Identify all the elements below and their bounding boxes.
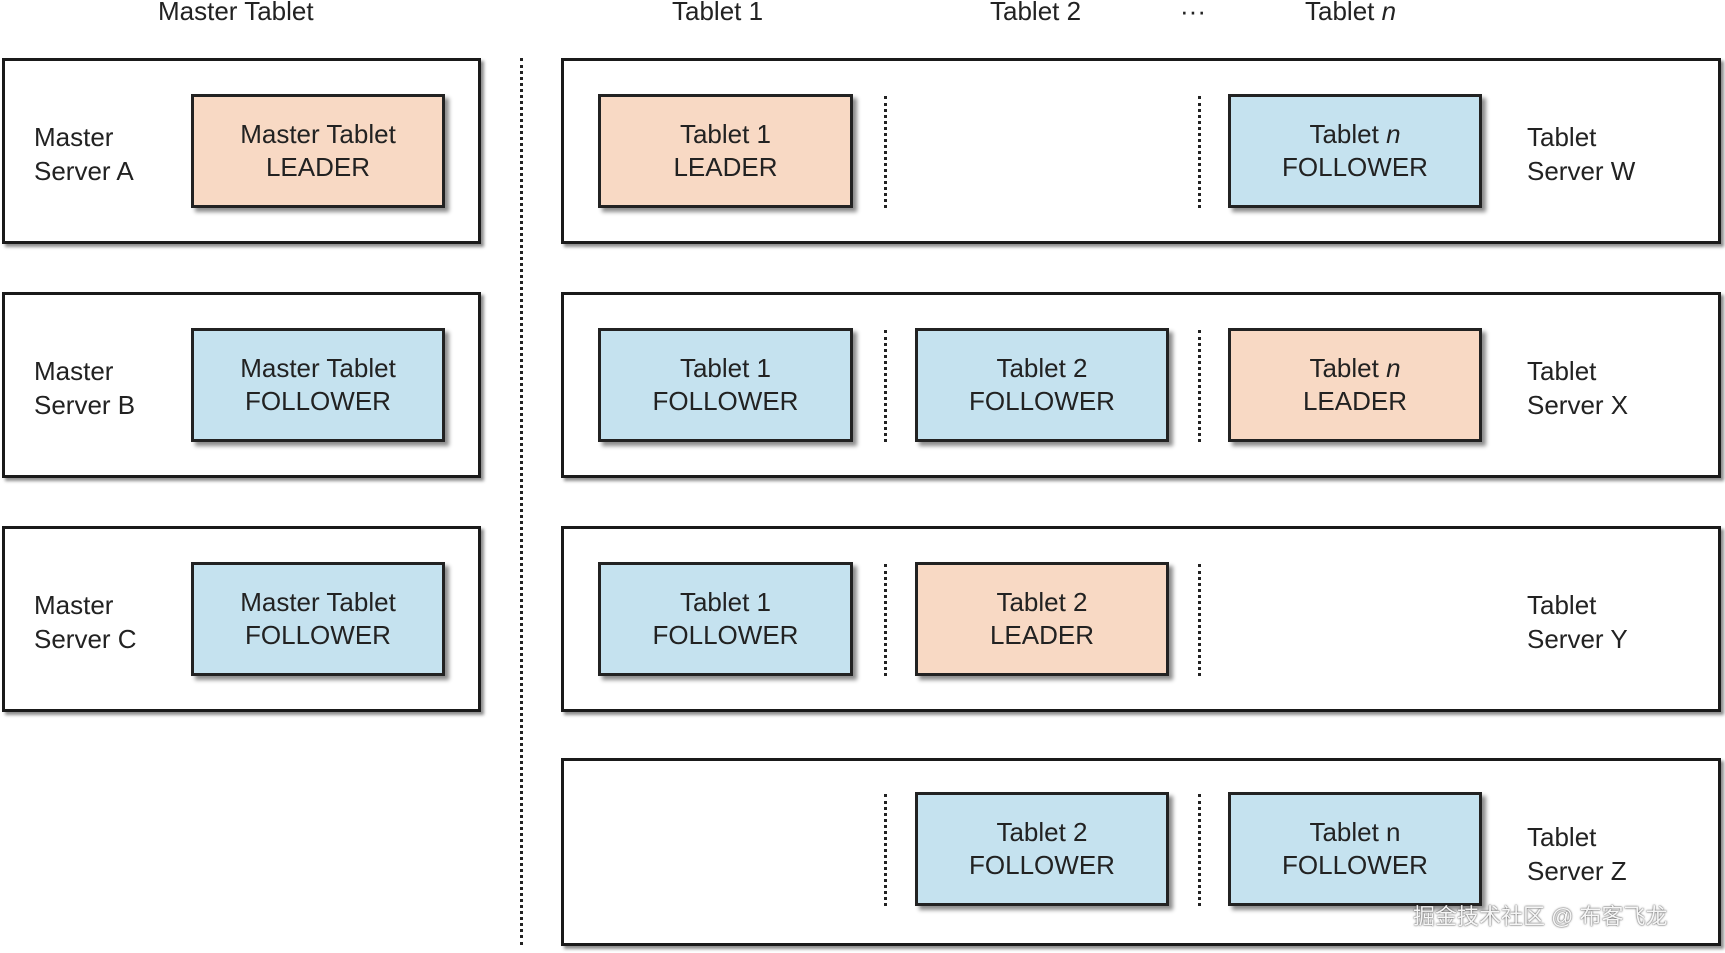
- tablet-role: LEADER: [1302, 386, 1408, 416]
- tablet-label: Tablet 2: [996, 817, 1088, 847]
- tablet-label: Tablet n: [1309, 352, 1400, 385]
- tablet-server-y-name: Tablet Server Y: [1527, 588, 1628, 656]
- master-tablet-replica: Master Tablet FOLLOWER: [191, 328, 445, 442]
- tablet-server-x-name: Tablet Server X: [1527, 354, 1628, 422]
- column-separator: [1198, 330, 1201, 442]
- tablet-label: Tablet 1: [679, 353, 772, 383]
- master-tablet-separator: [520, 58, 523, 945]
- tablet-label-var: n: [1386, 119, 1401, 149]
- tablet-role: FOLLOWER: [1282, 152, 1428, 182]
- master-server-c-name: Master Server C: [34, 588, 137, 656]
- server-name-line2: Server W: [1527, 156, 1636, 186]
- tablet-label: Master Tablet: [240, 353, 396, 383]
- header-tablet-1: Tablet 1: [672, 0, 764, 26]
- tablet-1-replica: Tablet 1 FOLLOWER: [598, 328, 853, 442]
- server-name-line2: Server Y: [1527, 624, 1628, 654]
- tablet-server-z-name: Tablet Server Z: [1527, 820, 1627, 888]
- server-name-line1: Tablet: [1527, 122, 1597, 152]
- column-separator: [884, 794, 887, 906]
- tablet-n-replica: Tablet n FOLLOWER: [1228, 792, 1482, 906]
- tablet-server-y: Tablet 1 FOLLOWER Tablet 2 LEADER Tablet…: [561, 526, 1721, 712]
- tablet-role: FOLLOWER: [1282, 850, 1428, 880]
- column-separator: [1198, 96, 1201, 208]
- tablet-role: LEADER: [265, 152, 371, 182]
- server-name-line1: Master: [34, 122, 114, 152]
- watermark: 掘金技术社区 @ 布客飞龙: [1413, 904, 1668, 929]
- server-name-line2: Server B: [34, 390, 136, 420]
- column-separator: [1198, 564, 1201, 676]
- tablet-server-z: Tablet 2 FOLLOWER Tablet n FOLLOWER Tabl…: [561, 758, 1721, 946]
- tablet-2-replica: Tablet 2 FOLLOWER: [915, 328, 1169, 442]
- tablet-server-x: Tablet 1 FOLLOWER Tablet 2 FOLLOWER Tabl…: [561, 292, 1721, 478]
- tablet-label: Tablet 2: [996, 353, 1088, 383]
- server-name-line1: Tablet: [1527, 356, 1597, 386]
- header-master-tablet: Master Tablet: [158, 0, 314, 26]
- server-name-line1: Master: [34, 590, 114, 620]
- tablet-role: FOLLOWER: [969, 850, 1115, 880]
- master-tablet-replica: Master Tablet LEADER: [191, 94, 445, 208]
- tablet-label: Tablet 2: [996, 587, 1088, 617]
- tablet-label: Master Tablet: [240, 119, 396, 149]
- tablet-1-replica: Tablet 1 FOLLOWER: [598, 562, 853, 676]
- tablet-role: FOLLOWER: [652, 386, 799, 416]
- server-name-line2: Server X: [1527, 390, 1629, 420]
- column-separator: [1198, 794, 1201, 906]
- header-ellipsis: ···: [1180, 0, 1206, 26]
- tablet-2-replica: Tablet 2 LEADER: [915, 562, 1169, 676]
- tablet-role: FOLLOWER: [245, 386, 391, 416]
- column-separator: [884, 564, 887, 676]
- master-server-a-name: Master Server A: [34, 120, 134, 188]
- tablet-label-prefix: Tablet: [1309, 119, 1379, 149]
- master-server-b-name: Master Server B: [34, 354, 135, 422]
- tablet-label: Tablet n: [1309, 118, 1400, 151]
- header-tablet-n: Tablet n: [1305, 0, 1396, 26]
- master-server-a: Master Server A Master Tablet LEADER: [2, 58, 481, 244]
- tablet-n-replica: Tablet n LEADER: [1228, 328, 1482, 442]
- tablet-role: FOLLOWER: [969, 386, 1115, 416]
- header-tablet-n-var: n: [1381, 0, 1397, 26]
- server-name-line1: Master: [34, 356, 114, 386]
- server-name-line2: Server A: [34, 156, 134, 186]
- header-tablet-n-prefix: Tablet: [1305, 0, 1375, 26]
- column-separator: [884, 96, 887, 208]
- tablet-label: Tablet 1: [679, 119, 772, 149]
- tablet-label-var: n: [1386, 353, 1401, 383]
- master-server-c: Master Server C Master Tablet FOLLOWER: [2, 526, 481, 712]
- master-server-b: Master Server B Master Tablet FOLLOWER: [2, 292, 481, 478]
- tablet-role: FOLLOWER: [245, 620, 391, 650]
- server-name-line2: Server C: [34, 624, 137, 654]
- tablet-label: Master Tablet: [240, 587, 396, 617]
- tablet-label: Tablet n: [1309, 817, 1401, 847]
- header-tablet-2: Tablet 2: [990, 0, 1082, 26]
- tablet-server-w-name: Tablet Server W: [1527, 120, 1635, 188]
- tablet-label: Tablet 1: [679, 587, 772, 617]
- server-name-line1: Tablet: [1527, 822, 1597, 852]
- master-tablet-replica: Master Tablet FOLLOWER: [191, 562, 445, 676]
- tablet-label-prefix: Tablet: [1309, 353, 1379, 383]
- server-name-line1: Tablet: [1527, 590, 1597, 620]
- tablet-2-replica: Tablet 2 FOLLOWER: [915, 792, 1169, 906]
- tablet-1-replica: Tablet 1 LEADER: [598, 94, 853, 208]
- tablet-role: FOLLOWER: [652, 620, 799, 650]
- tablet-role: LEADER: [989, 620, 1095, 650]
- tablet-n-replica: Tablet n FOLLOWER: [1228, 94, 1482, 208]
- column-separator: [884, 330, 887, 442]
- tablet-server-w: Tablet 1 LEADER Tablet n FOLLOWER Tablet…: [561, 58, 1721, 244]
- tablet-role: LEADER: [673, 152, 778, 182]
- server-name-line2: Server Z: [1527, 856, 1627, 886]
